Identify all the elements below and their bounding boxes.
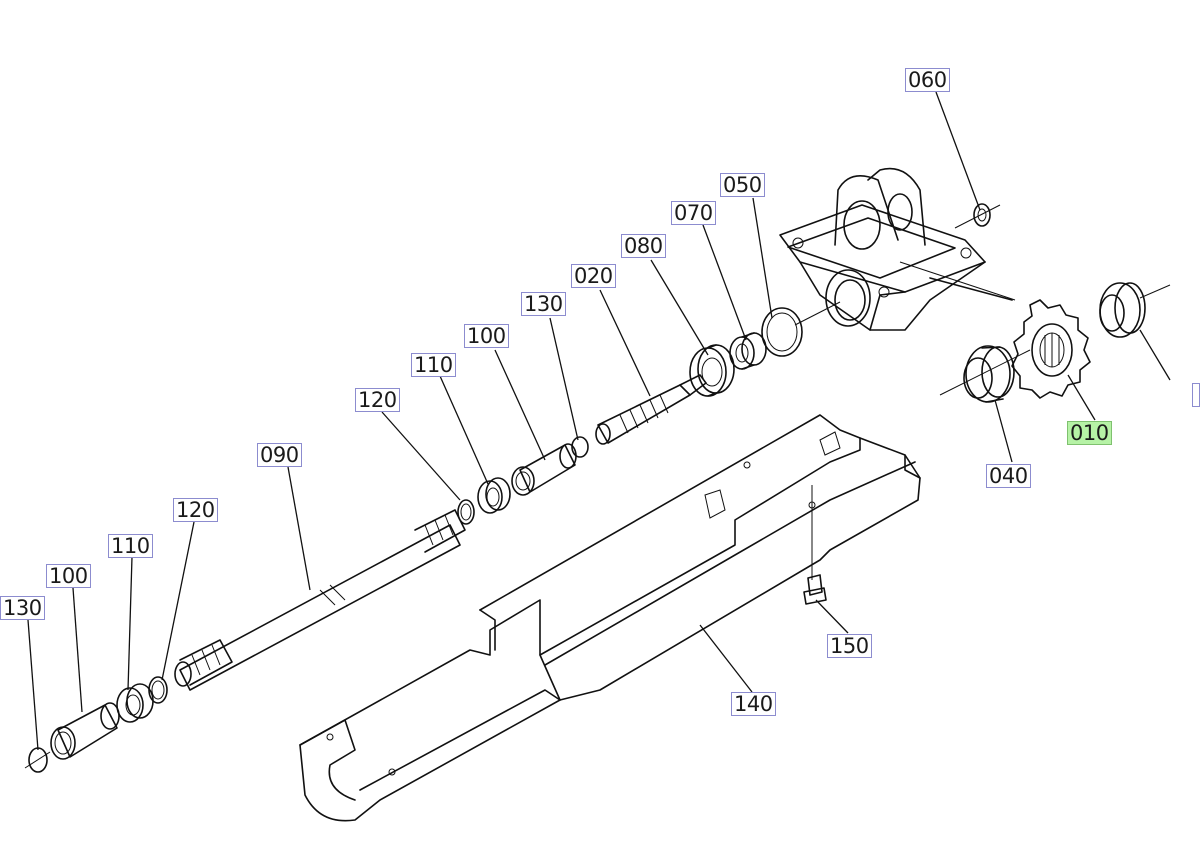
part-130-oring-lower	[24, 747, 51, 773]
part-080-bearing	[689, 344, 735, 397]
part-110-bearing-lower	[116, 683, 154, 723]
part-140-cover	[299, 414, 921, 822]
part-label-130-lower[interactable]: 130	[0, 596, 45, 620]
part-020-shaft	[595, 374, 707, 445]
part-label-090[interactable]: 090	[257, 443, 302, 467]
part-100-sleeve-lower	[50, 702, 120, 760]
part-070-collar	[729, 332, 767, 370]
part-label-140[interactable]: 140	[731, 692, 776, 716]
part-040-bearing	[939, 345, 1031, 403]
part-label-120-lower[interactable]: 120	[173, 498, 218, 522]
part-050-snap-ring	[761, 301, 841, 357]
part-100-sleeve-upper	[511, 443, 577, 496]
part-label-040[interactable]: 040	[986, 464, 1031, 488]
part-label-130-upper[interactable]: 130	[521, 292, 566, 316]
part-label-100-upper[interactable]: 100	[464, 324, 509, 348]
part-bearing-right	[1099, 282, 1171, 338]
part-label-110-upper[interactable]: 110	[411, 353, 456, 377]
part-130-oring-upper	[571, 436, 589, 458]
part-label-020[interactable]: 020	[571, 264, 616, 288]
part-060-snap-ring	[954, 203, 1001, 229]
leader-lines	[27, 91, 1171, 751]
part-150-bolt	[803, 574, 827, 605]
part-label-100-lower[interactable]: 100	[46, 564, 91, 588]
part-label-010[interactable]: 010	[1067, 421, 1112, 445]
part-label-110-lower[interactable]: 110	[108, 534, 153, 558]
part-120-ring-lower	[148, 676, 168, 704]
part-110-bearing-upper	[477, 477, 511, 514]
part-label-050[interactable]: 050	[720, 173, 765, 197]
part-label-cropped[interactable]	[1192, 383, 1200, 407]
part-label-060[interactable]: 060	[905, 68, 950, 92]
part-label-080[interactable]: 080	[621, 234, 666, 258]
part-090-long-shaft	[174, 509, 466, 691]
part-label-120-upper[interactable]: 120	[355, 388, 400, 412]
part-label-070[interactable]: 070	[671, 201, 716, 225]
gear-case-housing	[779, 167, 1016, 331]
part-120-ring-upper	[457, 499, 475, 525]
part-label-150[interactable]: 150	[827, 634, 872, 658]
part-010-gear	[1011, 299, 1091, 399]
